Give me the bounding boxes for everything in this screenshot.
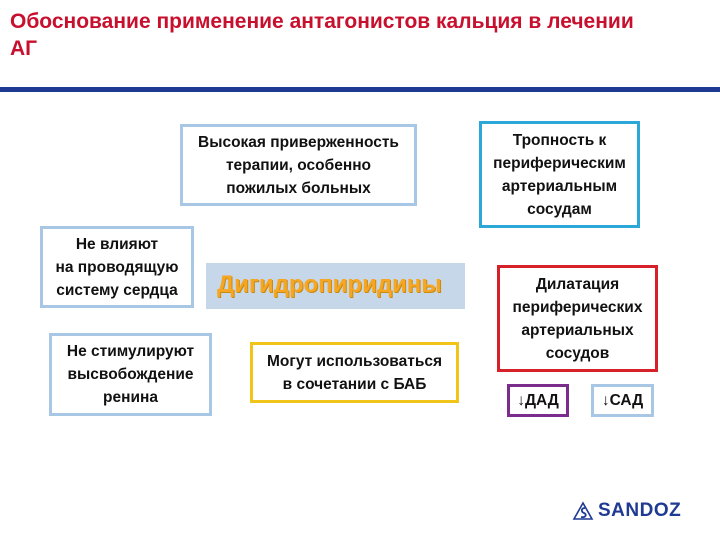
box-dad-decrease: ↓ДАД: [507, 384, 569, 417]
center-node-background: [206, 263, 465, 309]
sandoz-logo-icon: [572, 501, 594, 520]
box-sad-decrease: ↓САД: [591, 384, 654, 417]
box-peripheral-tropism: Тропность к периферическим артериальным …: [479, 121, 640, 228]
box-peripheral-dilation: Дилатация периферических артериальных со…: [497, 265, 658, 372]
box-no-renin-release: Не стимулируют высвобождение ренина: [49, 333, 212, 416]
box-high-adherence: Высокая приверженность терапии, особенно…: [180, 124, 417, 206]
box-no-conduction-effect: Не влияют на проводящую систему сердца: [40, 226, 194, 308]
slide-title: Обоснование применение антагонистов каль…: [10, 10, 634, 60]
sandoz-logo-text: SANDOZ: [598, 500, 682, 521]
box-combination-with-bab: Могут использоваться в сочетании с БАБ: [250, 342, 459, 403]
title-divider: [0, 87, 720, 92]
center-node-label: Дигидропиридины: [217, 271, 442, 298]
sandoz-logo: SANDOZ: [572, 500, 681, 522]
